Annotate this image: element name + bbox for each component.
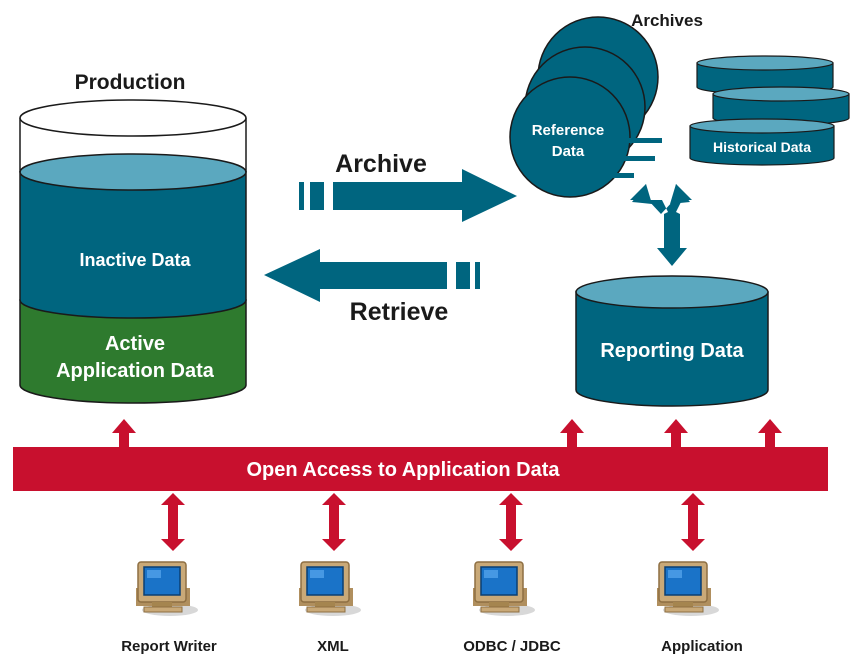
historical-data-label: Historical Data: [713, 139, 811, 155]
retrieve-label: Retrieve: [350, 298, 449, 326]
client-label-report-writer: Report Writer: [121, 638, 217, 655]
active-data-label-line1: Active: [105, 333, 165, 355]
client-label-application: Application: [661, 638, 743, 655]
computer-icon: [135, 561, 199, 617]
up-arrow-reporting-3: [758, 419, 782, 447]
production-title: Production: [75, 71, 186, 94]
client-label-odbc-jdbc: ODBC / JDBC: [463, 638, 561, 655]
double-arrow-odbc: [499, 493, 523, 551]
historical-data-stack: Historical Data: [689, 55, 850, 166]
archives-group: Archives Reference Data Historical Data: [509, 11, 850, 198]
inactive-data-segment: [19, 171, 247, 319]
archive-label: Archive: [335, 150, 427, 178]
computer-icon: [298, 561, 362, 617]
inactive-data-label: Inactive Data: [79, 250, 191, 270]
retrieve-arrow: Retrieve: [264, 249, 480, 326]
up-arrow-production: [112, 419, 136, 447]
reporting-data-label: Reporting Data: [600, 340, 744, 362]
double-arrow-report-writer: [161, 493, 185, 551]
archive-arrow: Archive: [299, 150, 517, 222]
open-access-bar: Open Access to Application Data: [13, 447, 828, 491]
open-access-label: Open Access to Application Data: [246, 459, 560, 481]
active-data-segment: [19, 299, 247, 404]
computer-icon: [472, 561, 536, 617]
reference-data-label-line1: Reference: [532, 122, 605, 139]
reporting-database: Reporting Data: [575, 275, 769, 407]
computer-icon: [656, 561, 720, 617]
double-arrow-xml: [322, 493, 346, 551]
archives-title: Archives: [631, 11, 703, 30]
archives-to-reporting-connector: [630, 184, 692, 266]
client-label-xml: XML: [317, 638, 349, 655]
reference-data-label-line2: Data: [552, 143, 585, 160]
reference-data-disc: [509, 76, 631, 198]
double-arrow-application: [681, 493, 705, 551]
up-arrow-reporting-1: [560, 419, 584, 447]
production-database: Production Inactive Data Active Applicat…: [19, 71, 247, 404]
up-arrow-reporting-2: [664, 419, 688, 447]
active-data-label-line2: Application Data: [56, 360, 215, 382]
